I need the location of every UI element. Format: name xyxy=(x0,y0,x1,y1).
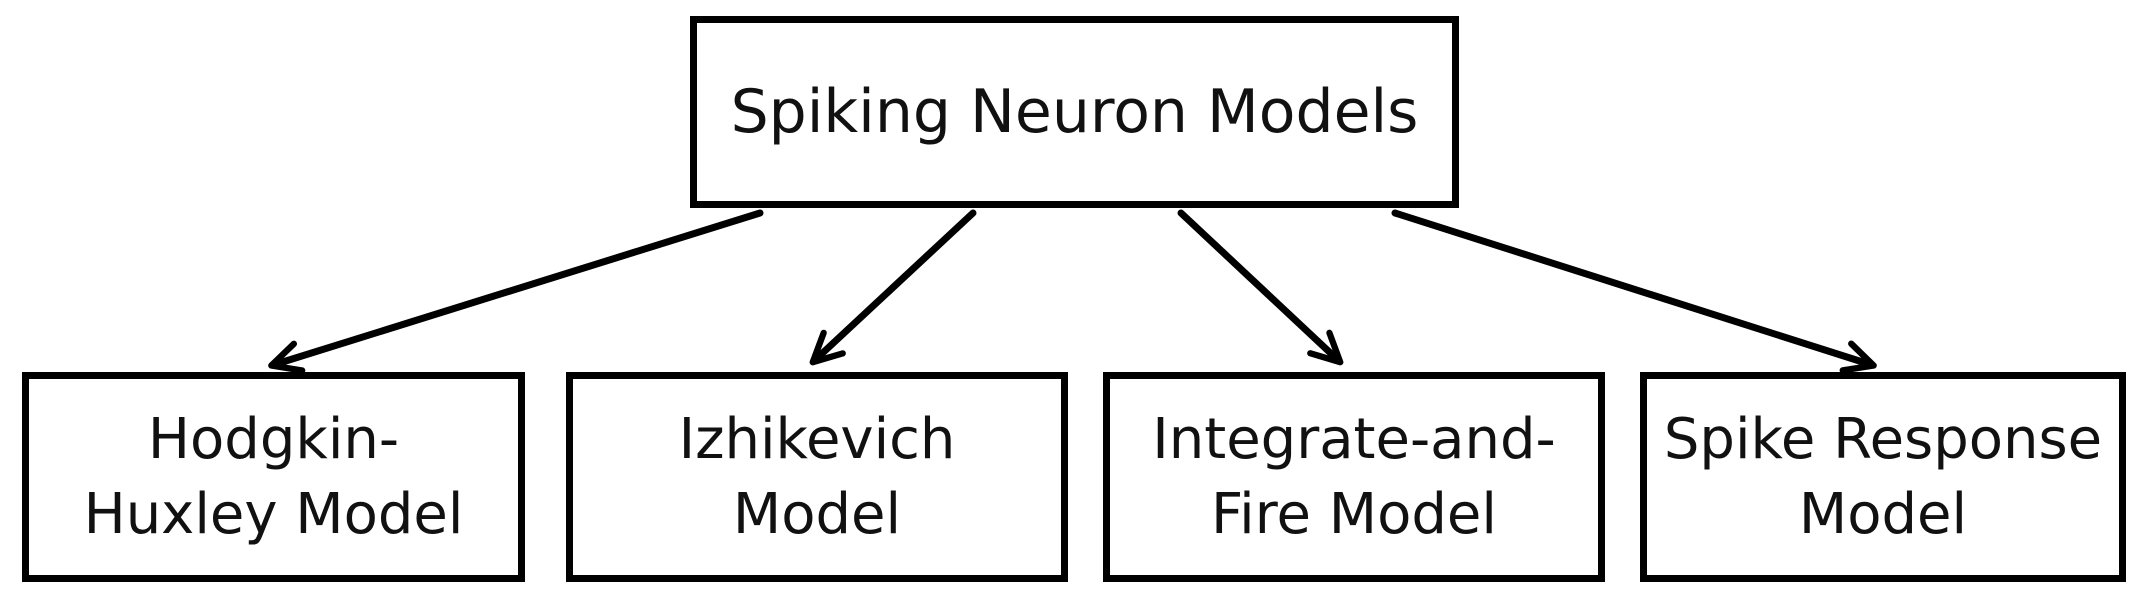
integrate-and-fire-node-box: Integrate-and- Fire Model xyxy=(1103,372,1605,582)
root-node-box: Spiking Neuron Models xyxy=(690,16,1459,208)
integrate-and-fire-node-label: Integrate-and- Fire Model xyxy=(1152,406,1556,547)
izhikevich-node-label: Izhikevich Model xyxy=(678,406,956,547)
hodgkin-huxley-node-label: Hodgkin- Huxley Model xyxy=(83,406,464,547)
root-node-label: Spiking Neuron Models xyxy=(730,77,1419,147)
spike-response-node-label: Spike Response Model xyxy=(1663,406,2103,547)
arrow-root-to-hodgkin-huxley xyxy=(268,209,764,374)
arrow-root-to-spike-response xyxy=(1391,209,1877,374)
arrow-root-to-integrate-and-fire xyxy=(1177,209,1344,366)
arrow-root-to-izhikevich xyxy=(809,209,977,366)
spike-response-node-box: Spike Response Model xyxy=(1640,372,2126,582)
izhikevich-node-box: Izhikevich Model xyxy=(566,372,1068,582)
hodgkin-huxley-node-box: Hodgkin- Huxley Model xyxy=(22,372,525,582)
